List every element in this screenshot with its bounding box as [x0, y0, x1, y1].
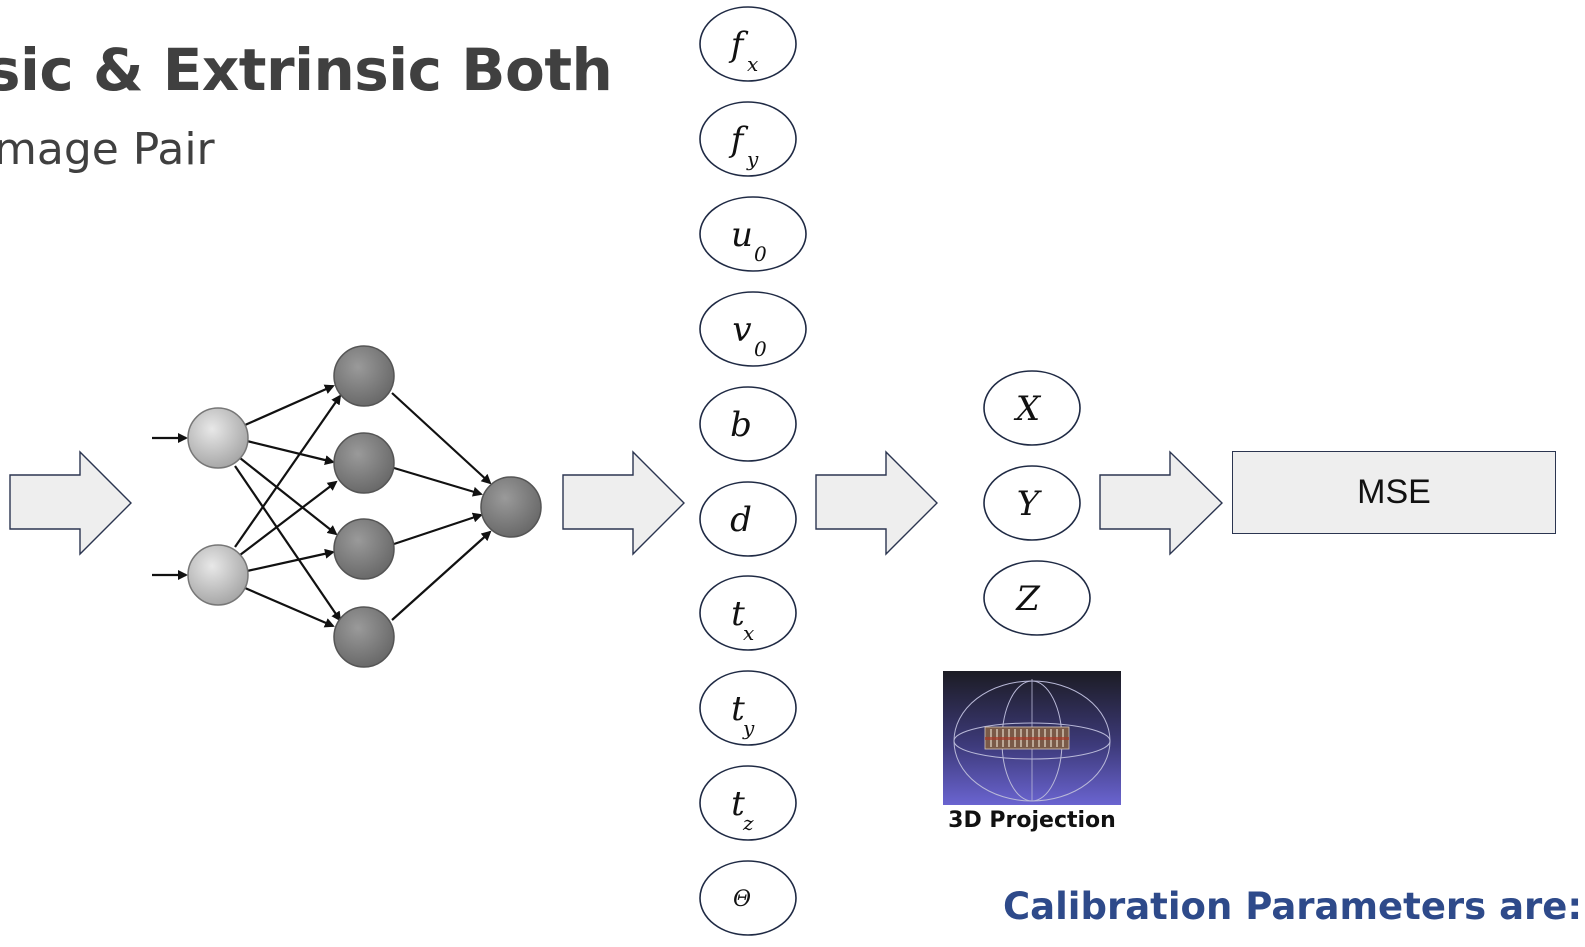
- svg-text:z: z: [742, 811, 754, 835]
- param-ty: t y: [699, 670, 797, 746]
- parameter-column: f x f y u 0 v 0 b d t x: [699, 6, 807, 936]
- svg-text:x: x: [747, 52, 758, 76]
- param-fy: f y: [699, 101, 797, 177]
- param-tz: t z: [699, 765, 797, 841]
- mse-box: MSE: [1232, 451, 1556, 534]
- calibration-heading: Calibration Parameters are:: [1003, 885, 1583, 928]
- svg-text:t: t: [731, 784, 745, 824]
- svg-text:x: x: [743, 621, 754, 645]
- svg-text:u: u: [731, 215, 753, 255]
- mse-label: MSE: [1357, 473, 1431, 511]
- svg-text:t: t: [731, 689, 745, 729]
- block-arrow-right-icon: [562, 450, 685, 556]
- svg-text:d: d: [730, 500, 752, 540]
- block-arrow-right-icon: [9, 450, 132, 556]
- svg-text:t: t: [731, 594, 745, 634]
- svg-text:Y: Y: [1017, 484, 1043, 524]
- svg-text:y: y: [742, 716, 755, 740]
- svg-text:X: X: [1013, 389, 1042, 429]
- neural-network-icon: [152, 384, 492, 628]
- coord-y: Y: [983, 465, 1081, 541]
- slide-title: sic & Extrinsic Both: [0, 36, 613, 104]
- svg-text:y: y: [746, 147, 759, 171]
- coord-z: Z: [983, 560, 1091, 636]
- slide-subtitle: mage Pair: [0, 124, 215, 175]
- svg-text:0: 0: [754, 242, 767, 266]
- 3d-model-thumbnail-icon: [943, 671, 1121, 805]
- svg-text:v: v: [732, 310, 751, 350]
- param-theta: Θ: [699, 860, 797, 936]
- coord-x: X: [983, 370, 1081, 446]
- svg-text:0: 0: [754, 337, 767, 361]
- param-v0: v 0: [699, 291, 807, 367]
- neural-network-nodes: [187, 345, 542, 668]
- coordinate-column: X Y Z: [983, 370, 1091, 636]
- block-arrow-right-icon: [1099, 450, 1223, 556]
- svg-text:Θ: Θ: [733, 887, 751, 912]
- svg-text:b: b: [730, 405, 752, 445]
- projection-caption: 3D Projection: [948, 808, 1116, 833]
- svg-text:Z: Z: [1015, 579, 1041, 619]
- param-d: d: [699, 481, 797, 557]
- block-arrow-right-icon: [815, 450, 938, 556]
- param-tx: t x: [699, 575, 797, 651]
- param-u0: u 0: [699, 196, 807, 272]
- param-fx: f x: [699, 6, 797, 82]
- param-b: b: [699, 386, 797, 462]
